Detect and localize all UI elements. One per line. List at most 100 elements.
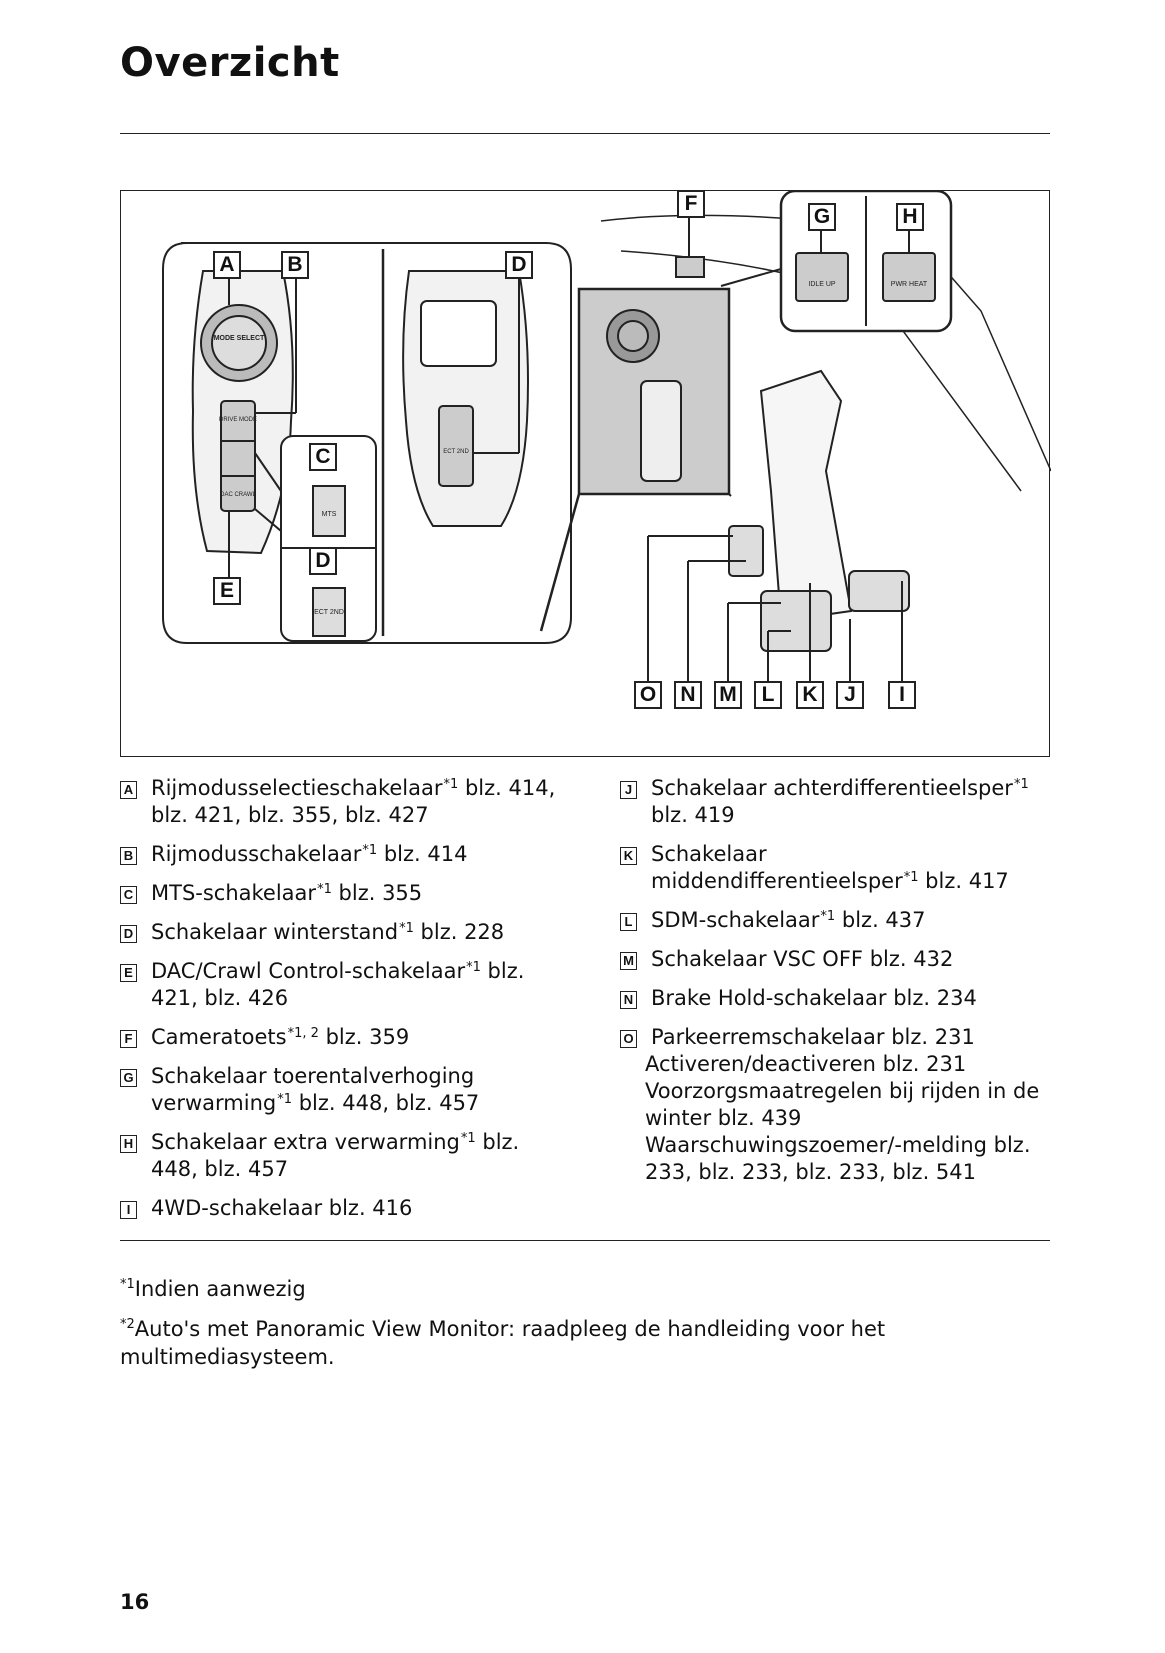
svg-text:PWR HEAT: PWR HEAT (891, 281, 928, 288)
legend-letter: K (620, 847, 637, 865)
legend-page-ref: blz. 437 (841, 908, 926, 932)
legend-text: Brake Hold-schakelaar blz. 234 (651, 985, 977, 1012)
legend-name: MTS-schakelaar (151, 881, 317, 905)
legend-page-ref: blz. 417 (925, 869, 1009, 893)
legend-item-c: C MTS-schakelaar*1 blz. 355 (120, 880, 560, 907)
svg-text:DAC CRAWL: DAC CRAWL (220, 492, 256, 498)
callout-K: K (796, 681, 824, 709)
legend-name: DAC/Crawl Control-schakelaar (151, 959, 466, 983)
legend-page-ref: blz. 414 (383, 842, 468, 866)
legend-footnote-mark: *1 (820, 909, 836, 924)
legend-item-h: H Schakelaar extra verwarming*1 blz. 448,… (120, 1129, 560, 1183)
legend-extra-ref: Activeren/deactiveren blz. 231 (645, 1052, 967, 1076)
legend-footnote-mark: *1 (443, 777, 459, 792)
legend-name-cont: middendifferentieelsper (651, 869, 903, 893)
legend-letter: H (120, 1135, 137, 1153)
legend-footnote-mark: *1 (903, 870, 919, 885)
legend-letter: O (620, 1030, 637, 1048)
legend-item-d: D Schakelaar winterstand*1 blz. 228 (120, 919, 560, 946)
legend-page-ref: blz. 419 (651, 803, 735, 827)
legend-name: Schakelaar achterdifferentieelsper (651, 776, 1013, 800)
legend-letter: A (120, 781, 137, 799)
svg-text:ECT 2ND: ECT 2ND (314, 609, 344, 616)
callout-F: F (677, 190, 705, 218)
console-drawing: MODE SELECT DRIVE MODE DAC CRAWL MTS ECT… (162, 191, 1051, 681)
legend-name: Parkeerremschakelaar (651, 1025, 885, 1049)
legend-name: 4WD-schakelaar (151, 1196, 323, 1220)
legend-text: Schakelaar winterstand*1 blz. 228 (151, 919, 504, 946)
callout-M: M (714, 681, 742, 709)
legend-letter: D (120, 925, 137, 943)
legend-left: A Rijmodusselectieschakelaar*1 blz. 414, … (120, 775, 560, 1234)
legend-extra-ref: Voorzorgsmaatregelen bij rijden in de wi… (645, 1079, 1040, 1130)
legend-page-ref: blz. 448, blz. 457 (298, 1091, 480, 1115)
page-number: 16 (120, 1590, 150, 1614)
legend-item-l: L SDM-schakelaar*1 blz. 437 (620, 907, 1060, 934)
legend-name: Schakelaar VSC OFF (651, 947, 863, 971)
legend-name: SDM-schakelaar (651, 908, 820, 932)
legend-item-a: A Rijmodusselectieschakelaar*1 blz. 414, … (120, 775, 560, 829)
callout-B: B (281, 251, 309, 279)
inset-panel-left (162, 242, 572, 644)
legend-footnote-mark: *1, 2 (287, 1026, 319, 1041)
legend-name: Rijmodusschakelaar (151, 842, 362, 866)
legend-footnote-mark: *1 (1013, 777, 1029, 792)
legend-page-ref: blz. 421, blz. 426 (151, 959, 525, 1010)
legend-item-e: E DAC/Crawl Control-schakelaar*1 blz. 421… (120, 958, 560, 1012)
legend-text: Cameratoets*1, 2 blz. 359 (151, 1024, 409, 1051)
svg-text:MTS: MTS (322, 511, 337, 518)
console-illustration: MODE SELECT DRIVE MODE DAC CRAWL MTS ECT… (120, 190, 1051, 757)
footnote: *2Auto's met Panoramic View Monitor: raa… (120, 1315, 1050, 1371)
legend-rule (120, 1240, 1050, 1241)
callout-O: O (634, 681, 662, 709)
footnotes: *1Indien aanwezig *2Auto's met Panoramic … (120, 1275, 1050, 1383)
legend-footnote-mark: *1 (466, 960, 481, 975)
legend-text: Schakelaar extra verwarming*1 blz. 448, … (151, 1129, 560, 1183)
legend-name: Cameratoets (151, 1025, 287, 1049)
legend-text: Schakelaar VSC OFF blz. 432 (651, 946, 953, 973)
legend-footnote-mark: *1 (399, 921, 414, 936)
callout-A: A (213, 251, 241, 279)
legend-text: Schakelaar achterdifferentieelsper*1 blz… (651, 775, 1060, 829)
legend-letter: N (620, 991, 637, 1009)
legend-item-j: J Schakelaar achterdifferentieelsper*1 bl… (620, 775, 1060, 829)
legend-text: Rijmodusschakelaar*1 blz. 414 (151, 841, 467, 868)
legend-item-n: N Brake Hold-schakelaar blz. 234 (620, 985, 1060, 1012)
legend-text: 4WD-schakelaar blz. 416 (151, 1195, 412, 1222)
legend-letter: J (620, 781, 637, 799)
callout-N: N (674, 681, 702, 709)
legend-page-ref: blz. 355 (338, 881, 423, 905)
callout-H: H (896, 203, 924, 231)
footnote-text: Indien aanwezig (134, 1277, 306, 1301)
callout-L: L (754, 681, 782, 709)
legend-name: Rijmodusselectieschakelaar (151, 776, 443, 800)
legend-letter: C (120, 886, 137, 904)
callout-D-inset: D (309, 547, 337, 575)
legend-letter: E (120, 964, 137, 982)
svg-text:DRIVE MODE: DRIVE MODE (219, 417, 257, 423)
legend-text: MTS-schakelaar*1 blz. 355 (151, 880, 422, 907)
footnote-mark: *2 (120, 1317, 135, 1332)
svg-text:MODE SELECT: MODE SELECT (214, 335, 265, 342)
footnote: *1Indien aanwezig (120, 1275, 1050, 1303)
legend-letter: F (120, 1030, 137, 1048)
legend-letter: G (120, 1069, 137, 1087)
legend-page-ref: blz. 416 (328, 1196, 413, 1220)
callout-C: C (309, 443, 337, 471)
legend-page-ref: blz. 448, blz. 457 (151, 1130, 520, 1181)
legend-letter: L (620, 913, 637, 931)
callout-D-main: D (505, 251, 533, 279)
legend-footnote-mark: *1 (317, 882, 332, 897)
legend-text: Rijmodusselectieschakelaar*1 blz. 414, b… (151, 775, 560, 829)
header-rule (120, 133, 1050, 134)
legend-page-ref: blz. 432 (869, 947, 954, 971)
